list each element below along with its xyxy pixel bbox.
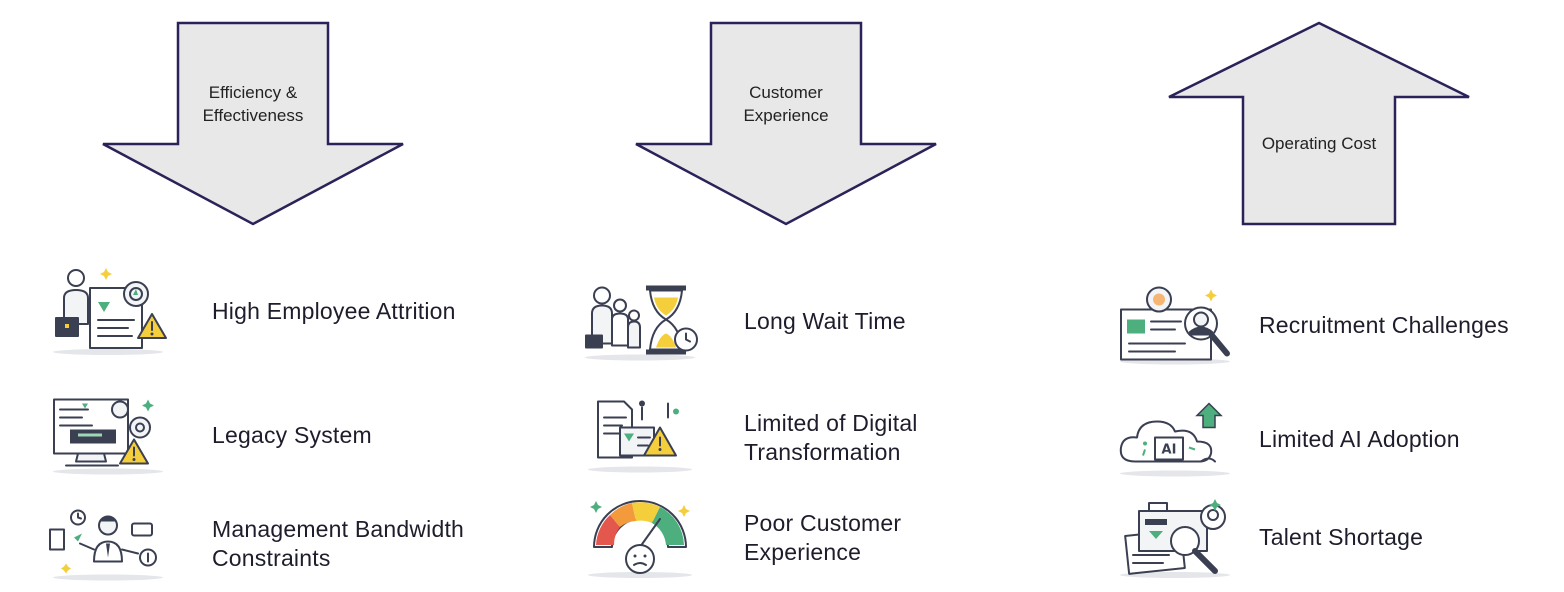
legacy-computer-warning-icon [53,398,163,475]
item-label: Limited of Digital Transformation [744,409,918,465]
item-poor-customer-experience: Poor Customer Experience [580,490,901,585]
paper-documents-warning-icon [588,400,692,473]
item-limited-ai-adoption: AI Limited AI Adoption [1115,392,1460,487]
item-recruitment-challenges: Recruitment Challenges [1115,278,1509,373]
item-label: Limited AI Adoption [1259,426,1460,452]
item-limited-digital-transformation: Limited of Digital Transformation [580,390,918,485]
item-long-wait-time: Long Wait Time [580,274,906,369]
svg-text:AI: AI [1162,443,1177,458]
item-high-employee-attrition: High Employee Attrition [48,264,456,359]
item-management-bandwidth: Management Bandwidth Constraints [48,496,464,591]
down-arrow-customer-experience [635,21,937,226]
item-legacy-system: Legacy System [48,388,372,483]
item-talent-shortage: Talent Shortage [1115,490,1423,585]
candidate-search-icon [1120,286,1230,365]
hourglass-queue-icon [585,285,698,361]
arrow-label-efficiency: Efficiency & Effectiveness [202,83,304,125]
item-label: Long Wait Time [744,308,906,334]
unhappy-gauge-icon [588,500,692,578]
arrow-label-customer-experience: Customer Experience [743,83,829,125]
item-label: Recruitment Challenges [1259,312,1509,338]
arrow-label-operating-cost: Operating Cost [1261,134,1377,153]
item-label: Management Bandwidth Constraints [212,515,465,571]
up-arrow-operating-cost [1168,21,1470,226]
ai-cloud-icon: AI [1119,402,1230,477]
employee-leaving-icon [53,268,167,355]
item-label: High Employee Attrition [212,298,456,324]
overloaded-manager-icon [49,509,163,581]
item-label: Poor Customer Experience [744,509,902,565]
down-arrow-efficiency [102,21,404,226]
item-label: Talent Shortage [1259,524,1424,550]
talent-search-icon [1120,499,1230,578]
item-label: Legacy System [212,422,372,448]
